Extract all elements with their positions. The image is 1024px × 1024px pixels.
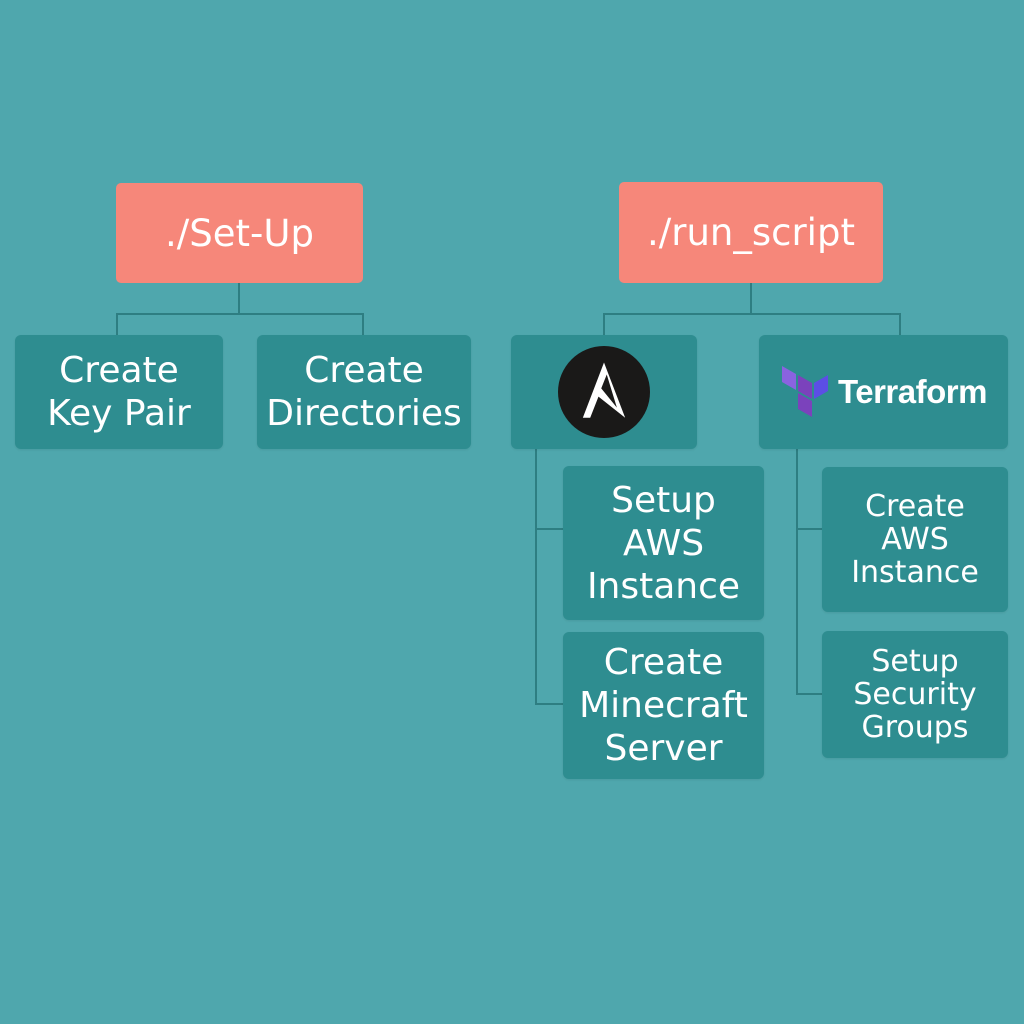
create-minecraft-server-node: Create Minecraft Server xyxy=(563,632,764,779)
setup-security-groups-label: Setup Security Groups xyxy=(853,644,977,745)
terraform-label: Terraform xyxy=(838,373,987,410)
terraform-node: Terraform xyxy=(759,335,1008,449)
create-directories-label: Create Directories xyxy=(266,350,462,434)
connector-run-branch xyxy=(603,313,901,335)
run-script-root-label: ./run_script xyxy=(647,211,855,254)
setup-aws-instance-label: Setup AWS Instance xyxy=(586,479,741,607)
ansible-logo-icon xyxy=(558,346,650,438)
connector-setup-branch xyxy=(116,313,364,335)
terraform-logo-icon xyxy=(782,366,829,417)
setup-root-node: ./Set-Up xyxy=(116,183,363,283)
connector-ansible-trunk xyxy=(535,449,563,705)
create-aws-instance-node: Create AWS Instance xyxy=(822,467,1008,612)
create-key-pair-node: Create Key Pair xyxy=(15,335,223,449)
connector-terraform-trunk xyxy=(796,449,822,695)
setup-root-label: ./Set-Up xyxy=(165,211,314,255)
create-aws-instance-label: Create AWS Instance xyxy=(851,489,979,590)
setup-aws-instance-node: Setup AWS Instance xyxy=(563,466,764,620)
ansible-node xyxy=(511,335,697,449)
run-script-root-node: ./run_script xyxy=(619,182,883,283)
create-directories-node: Create Directories xyxy=(257,335,471,449)
create-minecraft-server-label: Create Minecraft Server xyxy=(579,642,748,769)
create-key-pair-label: Create Key Pair xyxy=(47,350,191,434)
setup-security-groups-node: Setup Security Groups xyxy=(822,631,1008,758)
